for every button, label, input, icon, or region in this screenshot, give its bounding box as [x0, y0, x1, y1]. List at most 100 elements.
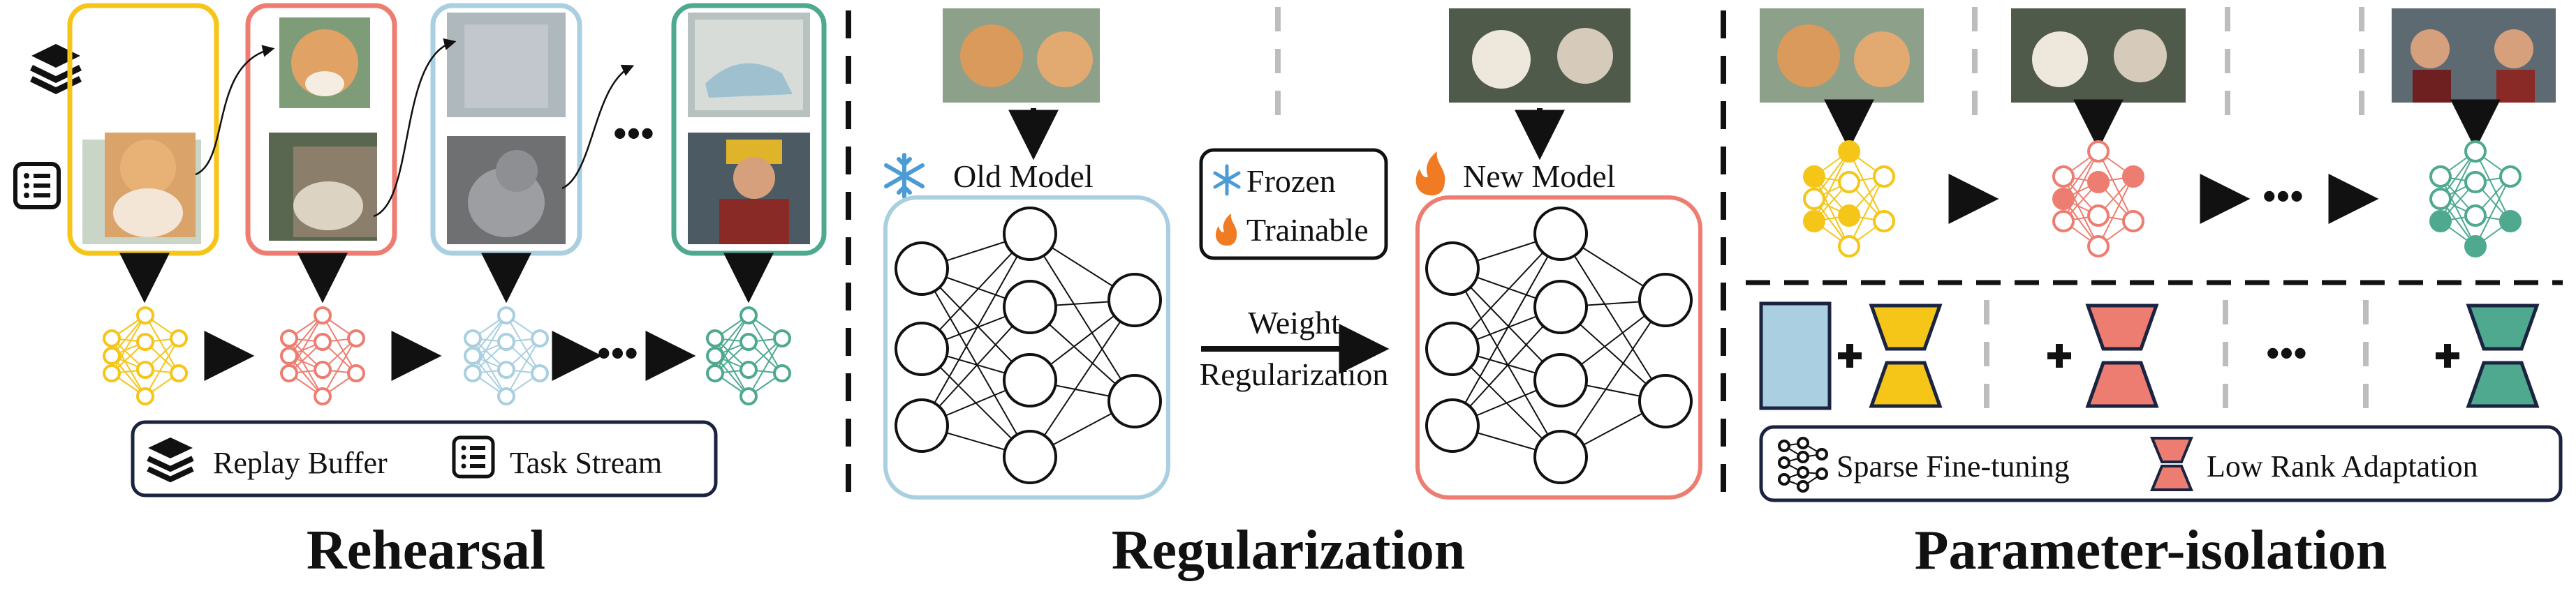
- neuron: [136, 387, 154, 405]
- regularization-title: Regularization: [1112, 520, 1466, 581]
- rehearsal-legend: [131, 420, 718, 497]
- lora-adapters: [1869, 304, 2540, 408]
- neuron: [2087, 204, 2110, 227]
- edge: [1452, 233, 1561, 426]
- sparse-network: [2429, 140, 2522, 257]
- lora-adapter: [1869, 304, 1943, 408]
- legend-task-stream: Task Stream: [510, 446, 662, 480]
- neuron: [347, 364, 365, 382]
- neuron: [895, 241, 949, 296]
- neuron: [136, 306, 154, 324]
- small-network: [280, 306, 365, 405]
- snowflake-icon: [884, 153, 925, 199]
- new-model-network: [1425, 207, 1693, 484]
- small-network: [464, 306, 549, 405]
- gray-dashes-bottom: [1984, 300, 2369, 408]
- neuron: [739, 333, 758, 351]
- image-dog-task1: [82, 133, 201, 244]
- neuron: [773, 329, 791, 347]
- neuron: [314, 333, 332, 351]
- neuron: [1425, 241, 1480, 296]
- edge: [2098, 151, 2134, 222]
- neuron: [1533, 430, 1588, 484]
- edge: [1029, 299, 1135, 458]
- neuron: [280, 329, 298, 347]
- neuron: [1533, 353, 1588, 407]
- neuron: [1838, 171, 1860, 193]
- image-shoes-task4: [688, 13, 810, 117]
- neuron: [2429, 210, 2452, 232]
- image-person-task4: [688, 133, 810, 244]
- edge: [1029, 233, 1135, 402]
- edge: [145, 338, 179, 397]
- plus-icon: [1838, 344, 2459, 368]
- neuron: [170, 364, 188, 382]
- curve-arrow-1: [195, 45, 275, 176]
- image-cat-task3: [447, 136, 566, 244]
- neuron: [1533, 280, 1588, 334]
- edge: [506, 338, 540, 397]
- old-model-box: [883, 195, 1170, 500]
- edge: [1813, 151, 1850, 222]
- neuron: [531, 364, 549, 382]
- neuron: [497, 333, 515, 351]
- neuron: [464, 364, 482, 382]
- hourglass-icon: [2150, 437, 2193, 491]
- edge: [322, 338, 357, 397]
- neuron: [314, 306, 332, 324]
- flame-icon: [1216, 214, 1237, 246]
- layers-icon: [147, 437, 194, 483]
- net-ellipsis: •••: [597, 332, 638, 375]
- neuron: [2464, 204, 2487, 227]
- pi-down-arrows: [1824, 99, 2501, 150]
- edge: [2098, 176, 2134, 247]
- neuron: [1803, 165, 1825, 188]
- rehearsal-panel: ••• ••• Replay Buffer: [13, 3, 827, 581]
- small-network: [706, 306, 791, 405]
- neuron: [2464, 171, 2487, 193]
- neuron: [2052, 188, 2075, 210]
- edge: [288, 315, 323, 374]
- pi-ellipsis-bottom: •••: [2266, 332, 2307, 375]
- edge: [145, 315, 179, 374]
- rehearsal-ellipsis: •••: [613, 112, 654, 156]
- frozen-label: Frozen: [1246, 163, 1336, 199]
- neuron: [1107, 374, 1162, 428]
- list-icon: [13, 162, 61, 209]
- neuron: [773, 364, 791, 382]
- sparse-networks: [1803, 140, 2522, 257]
- image-dogs-faded-task3: [447, 13, 566, 117]
- image-dogs-new-task: [1449, 8, 1631, 103]
- neuron: [2122, 210, 2144, 232]
- neuron: [314, 387, 332, 405]
- weight-label: Weight: [1248, 305, 1340, 340]
- neuron: [1803, 210, 1825, 232]
- edge: [2063, 176, 2099, 247]
- edge: [111, 315, 146, 374]
- new-model-label: New Model: [1463, 158, 1615, 194]
- neuron: [2052, 210, 2075, 232]
- reg-down-arrows: [1008, 108, 1565, 160]
- gray-dashes-top: [1972, 7, 2364, 115]
- neuron: [314, 361, 332, 379]
- neuron: [1003, 430, 1057, 484]
- edge: [714, 315, 749, 374]
- edge: [322, 315, 357, 374]
- parameter-isolation-panel: ••• •••: [1746, 7, 2563, 581]
- image-dog-task2: [279, 17, 370, 108]
- neuron: [2087, 140, 2110, 163]
- neuron: [280, 347, 298, 365]
- list-icon: [452, 435, 495, 479]
- neuron: [1425, 398, 1480, 453]
- edge: [506, 315, 540, 374]
- trainable-label: Trainable: [1246, 212, 1369, 248]
- legend-sparse-fine-tuning: Sparse Fine-tuning: [1837, 449, 2070, 484]
- flame-icon: [1415, 151, 1445, 195]
- neuron: [739, 361, 758, 379]
- layers-icon: [30, 44, 82, 95]
- neuron: [170, 329, 188, 347]
- edge: [1560, 233, 1666, 402]
- edge: [2063, 151, 2099, 222]
- neuron: [464, 329, 482, 347]
